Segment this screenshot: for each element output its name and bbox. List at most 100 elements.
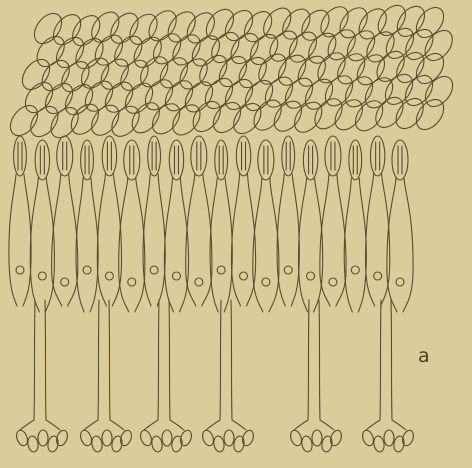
cell-nucleus: [16, 266, 24, 274]
outer-segment: [420, 71, 458, 111]
terminal-bulb: [139, 429, 154, 447]
outer-segment: [309, 94, 347, 134]
axon-stalk: [109, 300, 110, 420]
outer-segment: [187, 31, 225, 71]
outer-segment: [220, 74, 258, 114]
receptor-cell: [231, 136, 255, 306]
terminal-branch: [232, 420, 246, 430]
receptor-cell: [387, 140, 413, 312]
cell-body: [9, 174, 31, 306]
cell-body: [210, 178, 232, 312]
outer-segment: [269, 96, 307, 136]
outer-segment: [208, 97, 246, 137]
outer-segment: [174, 54, 212, 94]
terminal-bulb: [91, 435, 104, 452]
inner-segment: [258, 140, 274, 180]
cell-body: [164, 178, 188, 312]
outer-segment: [147, 99, 185, 139]
receptor-cell: [97, 136, 121, 306]
terminal-branch: [144, 420, 158, 430]
inner-segment: [392, 140, 408, 180]
outer-segment: [411, 2, 449, 42]
receptor-cell: [186, 136, 212, 306]
outer-segment: [400, 70, 438, 110]
outer-segment: [370, 92, 408, 132]
cell-nucleus: [61, 278, 69, 286]
outer-segment: [29, 8, 67, 48]
cell-body: [299, 178, 323, 312]
outer-segment: [350, 96, 388, 136]
cell-layer: [9, 136, 413, 312]
terminal-group: [361, 300, 416, 453]
receptor-cell: [320, 136, 346, 306]
terminal-group: [289, 300, 344, 453]
inner-segment: [57, 136, 73, 176]
outer-segment: [163, 7, 201, 47]
inner-segment: [35, 140, 49, 180]
cell-body: [76, 178, 98, 312]
inner-segment: [81, 140, 94, 180]
cell-nucleus: [172, 272, 180, 280]
outer-segment: [289, 97, 327, 137]
cell-body: [344, 178, 366, 312]
outer-segment: [400, 24, 438, 64]
receptor-cell: [277, 136, 299, 306]
cell-nucleus: [195, 278, 203, 286]
outer-segment: [323, 25, 361, 65]
inner-segment: [215, 140, 228, 180]
receptor-cell: [76, 140, 98, 312]
outer-segment: [5, 100, 43, 140]
axon-stalk: [308, 300, 309, 420]
cell-body: [119, 178, 145, 312]
outer-segment: [60, 79, 98, 119]
inner-segment: [303, 140, 317, 180]
cell-nucleus: [329, 278, 337, 286]
terminal-branch: [46, 420, 60, 430]
terminal-bulb: [241, 429, 256, 447]
outer-segment: [330, 95, 368, 135]
outer-segment: [340, 72, 378, 112]
outer-segment: [391, 47, 429, 87]
axon-stalk: [169, 300, 170, 420]
terminal-group: [139, 300, 194, 453]
cell-nucleus: [351, 266, 359, 274]
cell-nucleus: [396, 278, 404, 286]
terminal-bulb: [329, 429, 344, 447]
receptor-cell: [119, 140, 145, 312]
cell-body: [143, 174, 165, 306]
outer-segment: [332, 49, 370, 89]
receptor-cell: [30, 140, 54, 312]
terminal-group: [201, 300, 256, 453]
outer-segment: [188, 96, 226, 136]
cell-body: [30, 178, 54, 312]
outer-segment: [180, 77, 218, 117]
receptor-cell: [143, 136, 165, 306]
outer-segment: [381, 23, 419, 63]
outer-segment: [155, 53, 193, 93]
terminal-bulb: [301, 435, 314, 452]
axon-stalk: [98, 300, 99, 420]
terminal-bulb: [373, 435, 386, 452]
outer-segment: [391, 93, 429, 133]
outer-segment: [167, 30, 205, 70]
inner-segment: [191, 136, 207, 176]
outer-segment: [25, 101, 63, 141]
terminal-bulb: [15, 429, 30, 447]
receptor-cell: [210, 140, 232, 312]
receptor-cell: [366, 136, 390, 306]
terminal-bulb: [38, 430, 48, 446]
terminal-bulb: [55, 429, 70, 447]
outer-segment: [127, 98, 165, 138]
cell-body: [97, 174, 121, 306]
terminal-bulb: [384, 430, 394, 446]
inner-segment: [349, 140, 362, 180]
axon-stalk: [380, 300, 381, 420]
terminal-bulb: [119, 429, 134, 447]
terminal-bulb: [79, 429, 94, 447]
terminal-bulb: [162, 430, 172, 446]
terminal-branch: [206, 420, 220, 430]
outer-segment: [280, 73, 318, 113]
terminal-branch: [170, 420, 184, 430]
outer-segment: [86, 100, 124, 140]
